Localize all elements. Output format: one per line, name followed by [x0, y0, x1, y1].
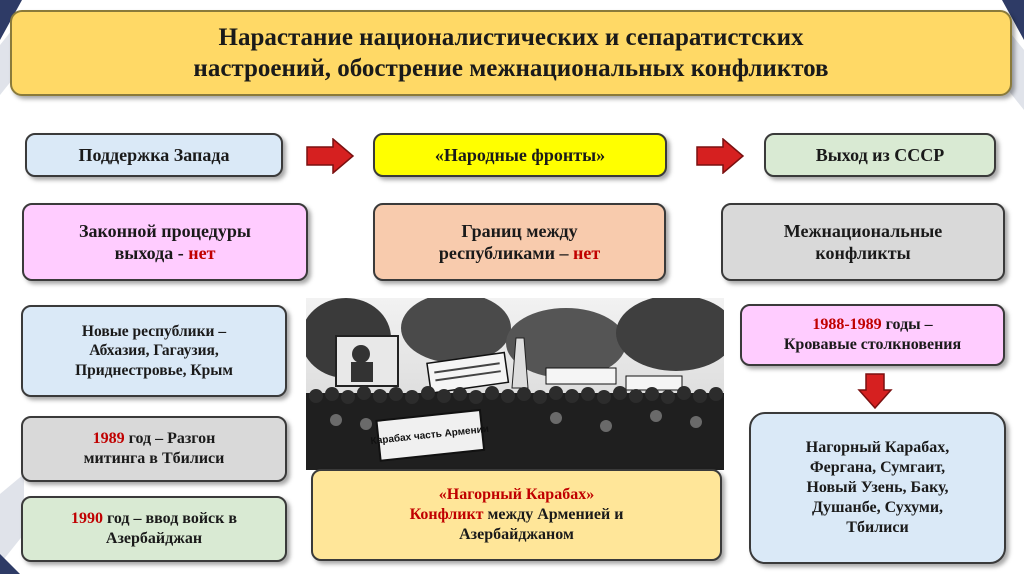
places-line-3: Новый Узень, Баку,: [806, 479, 949, 496]
karabakh-rest-2: Азербайджаном: [459, 526, 574, 543]
right-arrow-icon: [696, 138, 745, 174]
borders-line-1: Границ между: [461, 220, 578, 241]
karabakh-conflict-box: «Нагорный Карабах» Конфликт между Армени…: [311, 469, 722, 561]
newrep-line-3: Приднестровье, Крым: [75, 361, 233, 379]
bloody-rest-1: годы –: [881, 316, 933, 333]
legal-procedure-box: Законной процедуры выхода - нет: [22, 203, 308, 281]
west-support-box: Поддержка Запада: [25, 133, 283, 177]
legal-no: нет: [188, 243, 216, 263]
e1989-text-1: год – Разгон: [124, 430, 216, 447]
e1990-text-2: Азербайджан: [105, 530, 203, 547]
newrep-line-1: Новые республики –: [81, 322, 227, 340]
popular-fronts-label: «Народные фронты»: [434, 144, 606, 165]
title-line-1: Нарастание националистических и сепарати…: [218, 23, 804, 51]
exit-ussr-label: Выход из СССР: [815, 144, 945, 165]
rally-photo: Карабах часть Армении: [306, 298, 724, 470]
places-line-5: Тбилиси: [846, 519, 909, 536]
year-1989: 1989: [92, 430, 125, 447]
borders-no: нет: [572, 243, 601, 263]
e1989-text-2: митинга в Тбилиси: [83, 450, 225, 467]
azerbaijan-1990-box: 1990 год – ввод войск в Азербайджан: [21, 496, 287, 562]
karabakh-title: «Нагорный Карабах»: [438, 486, 595, 503]
right-arrow-icon: [306, 138, 355, 174]
west-support-label: Поддержка Запада: [78, 144, 230, 165]
down-arrow-icon: [857, 373, 893, 410]
e1990-text-1: год – ввод войск в: [102, 510, 237, 527]
newrep-line-2: Абхазия, Гагаузия,: [89, 342, 219, 360]
page-title: Нарастание националистических и сепарати…: [10, 10, 1012, 96]
legal-line-1: Законной процедуры: [79, 220, 251, 241]
legal-line-2: выхода -: [114, 243, 189, 263]
conflicts-line-1: Межнациональные: [783, 220, 943, 241]
places-line-4: Душанбе, Сухуми,: [811, 499, 944, 516]
tbilisi-1989-box: 1989 год – Разгон митинга в Тбилиси: [21, 416, 287, 482]
conflict-places-box: Нагорный Карабах, Фергана, Сумгаит, Новы…: [749, 412, 1006, 564]
borders-box: Границ между республиками – нет: [373, 203, 666, 281]
title-line-2: настроений, обострение межнациональных к…: [193, 55, 829, 82]
karabakh-rest-1: между Арменией и: [483, 506, 624, 523]
bloody-years: 1988-1989: [812, 316, 882, 333]
conflicts-line-2: конфликты: [815, 243, 911, 263]
ethnic-conflicts-box: Межнациональные конфликты: [721, 203, 1005, 281]
places-line-2: Фергана, Сумгаит,: [809, 459, 946, 476]
karabakh-conflict-word: Конфликт: [409, 506, 484, 523]
exit-ussr-box: Выход из СССР: [764, 133, 996, 177]
bloody-rest-2: Кровавые столкновения: [783, 336, 962, 353]
popular-fronts-box: «Народные фронты»: [373, 133, 667, 177]
year-1990: 1990: [70, 510, 103, 527]
bloody-clashes-box: 1988-1989 годы – Кровавые столкновения: [740, 304, 1005, 366]
new-republics-box: Новые республики – Абхазия, Гагаузия, Пр…: [21, 305, 287, 397]
borders-line-2: республиками –: [438, 243, 573, 263]
places-line-1: Нагорный Карабах,: [805, 439, 950, 456]
